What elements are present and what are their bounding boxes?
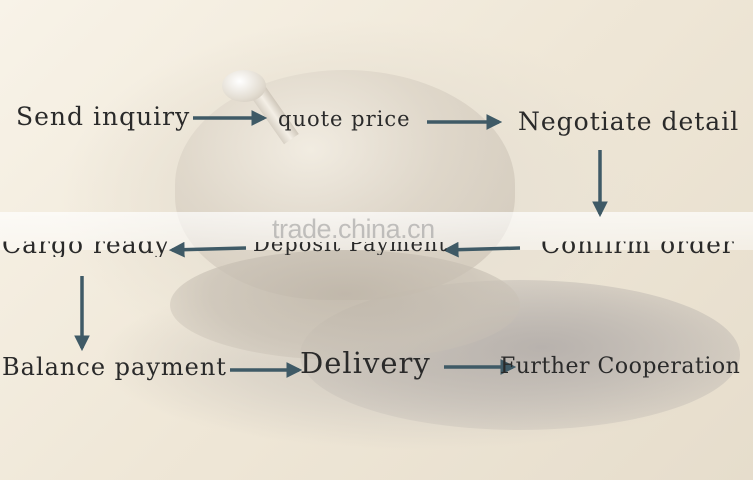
arrow-confirm-to-deposit (446, 248, 520, 250)
step-send-inquiry: Send inquiry (16, 104, 190, 129)
step-further-cooperation: Further Cooperation (500, 356, 740, 378)
step-delivery: Delivery (300, 349, 431, 378)
watermark: trade.china.cn (272, 214, 435, 245)
step-negotiate-detail: Negotiate detail (518, 109, 739, 134)
step-quote-price: quote price (278, 109, 411, 130)
arrow-deposit-to-cargo (172, 248, 246, 250)
step-balance-payment: Balance payment (2, 355, 227, 379)
